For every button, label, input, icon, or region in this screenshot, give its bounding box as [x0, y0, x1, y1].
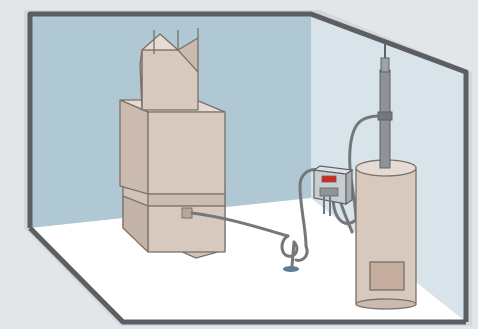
controller-display	[322, 176, 336, 182]
floor-drain	[283, 266, 299, 272]
water-heater-access-panel	[370, 262, 404, 290]
water-heater	[356, 160, 416, 309]
